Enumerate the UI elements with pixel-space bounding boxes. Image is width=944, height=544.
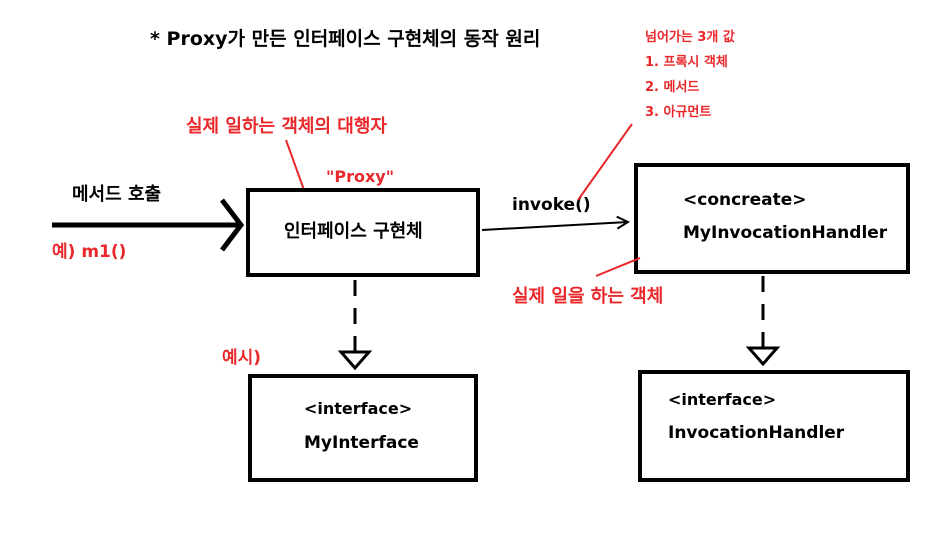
passed-values-title: 넘어가는 3개 값 [645,29,735,45]
my-interface-stereotype: <interface> [304,399,412,418]
real-worker-annotation: 실제 일을 하는 객체 [512,286,663,307]
passed-value-1: 1. 프록시 객체 [645,54,728,70]
method-call-label: 메서드 호출 [72,184,161,205]
invocation-handler-name: InvocationHandler [668,423,845,443]
handler-implements-interface-line [745,276,781,367]
my-interface-box: <interface> MyInterface [248,374,478,482]
invoke-label: invoke() [512,195,591,215]
diagram-title: * Proxy가 만든 인터페이스 구현체의 동작 원리 [150,28,540,50]
passed-values-pointer [577,123,633,201]
proxy-implements-interface-line [337,280,373,371]
handler-box: <concreate> MyInvocationHandler [634,163,910,274]
my-interface-name: MyInterface [304,433,419,453]
proxy-role-annotation: 실제 일하는 객체의 대행자 [186,116,387,137]
proxy-implementation-box: 인터페이스 구현체 [246,188,480,277]
handler-name: MyInvocationHandler [683,223,888,243]
example-call-annotation: 예) m1() [52,242,126,262]
invocation-handler-stereotype: <interface> [668,390,776,409]
invoke-arrow [481,222,628,231]
example-annotation: 예시) [222,348,261,368]
method-call-arrow [52,198,245,252]
invocation-handler-box: <interface> InvocationHandler [638,370,910,482]
passed-value-3: 3. 아규먼트 [645,104,711,120]
handler-stereotype: <concreate> [683,190,806,210]
passed-value-2: 2. 메서드 [645,80,699,95]
real-worker-pointer [595,257,641,277]
proxy-quote-annotation: "Proxy" [326,167,394,186]
proxy-implementation-label: 인터페이스 구현체 [284,221,423,242]
proxy-role-pointer [285,139,305,191]
